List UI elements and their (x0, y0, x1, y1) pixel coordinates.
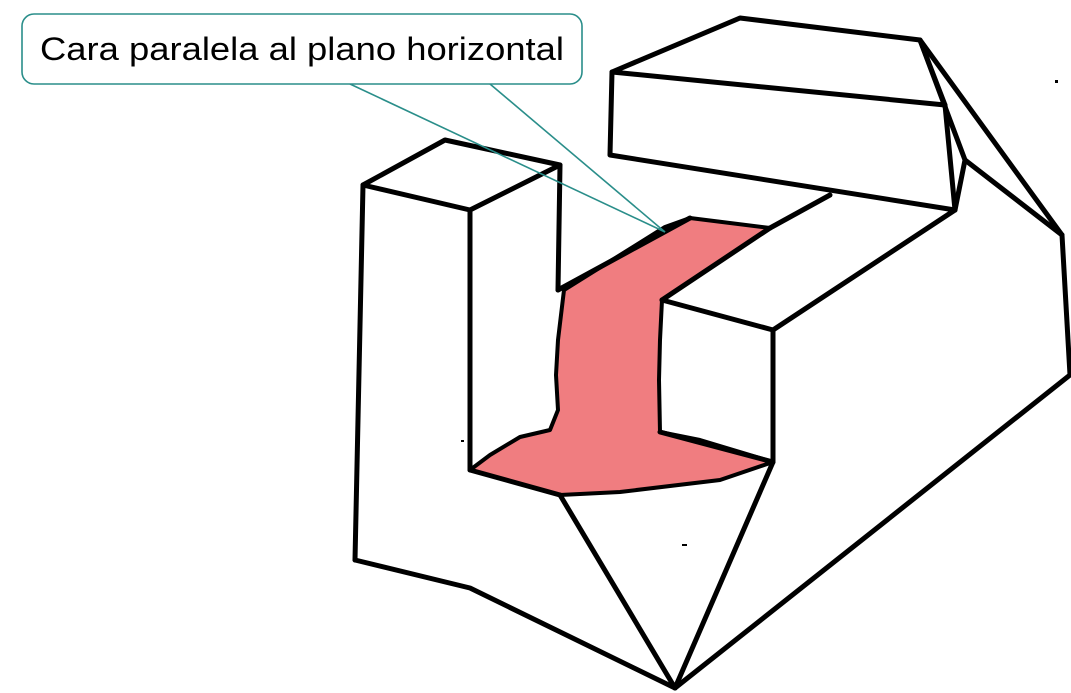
callout-leaders (349, 83, 666, 233)
body-outline (352, 232, 1071, 691)
center-step (555, 192, 958, 465)
rear-block (607, 15, 1065, 238)
left-prong (352, 137, 563, 563)
highlighted-horizontal-face (468, 216, 775, 497)
callout: Cara paralela al plano horizontal (21, 13, 583, 85)
callout-label: Cara paralela al plano horizontal (40, 31, 564, 67)
callout-box (21, 13, 583, 85)
scan-specks (461, 80, 1058, 546)
